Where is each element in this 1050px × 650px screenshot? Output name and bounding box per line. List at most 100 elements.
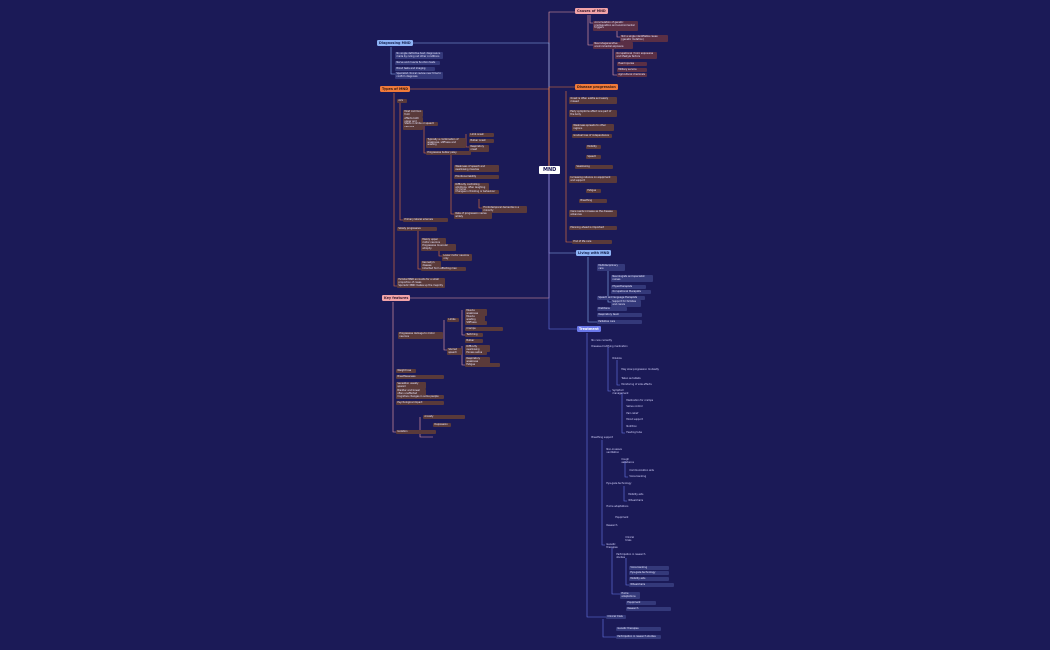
living-item[interactable]: Speech and language therapists bbox=[597, 296, 645, 301]
treatment-detail-item[interactable]: Wheelchairs bbox=[629, 583, 674, 588]
features-item[interactable]: Slurred speech bbox=[447, 348, 462, 355]
causes_right-item[interactable]: Not a single identifiable cause (genetic… bbox=[620, 35, 668, 42]
features-item[interactable]: Bulbar bbox=[465, 339, 483, 344]
types-item[interactable]: Progressive bulbar palsy bbox=[426, 151, 471, 156]
stages-item[interactable]: Increasing reliance on equipment and sup… bbox=[569, 176, 617, 183]
treatment-item[interactable]: Participation in research studies bbox=[616, 553, 646, 559]
treatment-item[interactable]: Voice banking bbox=[629, 475, 647, 478]
diagnosing-item[interactable]: Specialist clinical review over time to … bbox=[395, 72, 443, 79]
treatment-item[interactable]: Mobility aids bbox=[628, 493, 644, 496]
living-item[interactable]: Neurologists and specialist nurses bbox=[611, 275, 653, 282]
causes_right-item[interactable]: Head injuries bbox=[617, 62, 647, 67]
types-item[interactable]: Lower motor neurons only bbox=[442, 254, 472, 261]
types-item[interactable]: Familial MND accounts for a small propor… bbox=[397, 278, 445, 285]
treatment-item[interactable]: Eye-gaze technology bbox=[606, 482, 632, 485]
diagnosing-item[interactable]: Blood tests and imaging bbox=[395, 67, 435, 72]
types-item[interactable]: Slowly progressive bbox=[397, 227, 437, 232]
living-item[interactable]: Palliative care bbox=[597, 320, 642, 325]
stages-item[interactable]: Fatigue bbox=[586, 189, 601, 194]
features-item[interactable]: Cramps bbox=[465, 327, 503, 332]
living-item[interactable]: Dietitians bbox=[597, 307, 627, 312]
types-item[interactable]: Respiratory onset bbox=[469, 145, 489, 152]
treatment-detail-item[interactable]: Clinical trials bbox=[606, 615, 626, 620]
living-item[interactable]: Support for families and carers bbox=[611, 300, 641, 307]
types-item[interactable]: Bulbar onset bbox=[469, 139, 494, 144]
stages-item[interactable]: Onset is often subtle and easily missed bbox=[569, 97, 617, 104]
types-item[interactable]: Most common form bbox=[403, 110, 423, 117]
branch-types[interactable]: Types of MND bbox=[380, 86, 411, 92]
causes_right-item[interactable]: Occupational / toxic exposures and lifes… bbox=[615, 52, 657, 59]
diagnosing-item[interactable]: No single definitive test; diagnosis is … bbox=[395, 52, 443, 59]
types-item[interactable]: Rate of progression varies widely bbox=[454, 212, 492, 219]
features-item[interactable]: Muscle wasting bbox=[465, 315, 485, 322]
features-item[interactable]: Psychological impact bbox=[396, 401, 444, 406]
treatment-detail-item[interactable]: Genetic therapies bbox=[616, 627, 661, 632]
stages-item[interactable]: Swallowing bbox=[575, 165, 613, 170]
features-item[interactable]: Muscle weakness bbox=[465, 309, 487, 316]
treatment-item[interactable]: Non-invasive ventilation bbox=[606, 448, 622, 454]
treatment-item[interactable]: Home adaptations bbox=[606, 505, 629, 508]
treatment-detail-item[interactable]: Participation in research studies bbox=[616, 635, 661, 640]
features-item[interactable]: Limbs bbox=[447, 318, 459, 323]
stages-item[interactable]: Weakness spreads to other regions bbox=[572, 124, 614, 131]
treatment-item[interactable]: Nutrition bbox=[626, 425, 637, 428]
features-item[interactable]: Weight loss bbox=[396, 369, 416, 374]
stages-item[interactable]: Planning ahead is important bbox=[569, 226, 617, 231]
causes_right-item[interactable]: Agricultural chemicals bbox=[617, 73, 647, 78]
stages-item[interactable]: Gradual loss of independence bbox=[572, 134, 612, 139]
features-item[interactable]: Respiratory weakness bbox=[465, 357, 490, 364]
types-item[interactable]: Primary lateral sclerosis bbox=[403, 218, 448, 223]
types-item[interactable]: Mainly upper motor neurons bbox=[421, 238, 446, 245]
types-item[interactable]: Sporadic MND makes up the majority bbox=[397, 284, 445, 289]
living-item[interactable]: Occupational therapists bbox=[611, 290, 651, 295]
treatment-item[interactable]: Equipment bbox=[615, 516, 629, 519]
stages-item[interactable]: Mobility bbox=[586, 145, 601, 150]
treatment-item[interactable]: Wheelchairs bbox=[628, 499, 644, 502]
treatment-item[interactable]: Monitoring of side effects bbox=[621, 383, 652, 386]
treatment-item[interactable]: Breathing support bbox=[591, 436, 613, 439]
treatment-detail-item[interactable]: Voice banking bbox=[629, 566, 669, 571]
types-item[interactable]: Difficulty controlling emotions, often l… bbox=[454, 183, 489, 193]
causes_right-item[interactable]: Military service bbox=[617, 68, 647, 73]
branch-features[interactable]: Key features bbox=[382, 295, 411, 301]
treatment-detail-item[interactable]: Mobility aids bbox=[629, 577, 669, 582]
types-item[interactable]: Progressive muscular atrophy bbox=[421, 244, 456, 251]
stages-item[interactable]: Speech bbox=[586, 155, 601, 160]
features-item[interactable]: Anxiety bbox=[423, 415, 465, 420]
features-item[interactable]: Difficulty swallowing bbox=[465, 345, 490, 352]
treatment-item[interactable]: May slow progression modestly bbox=[621, 368, 659, 371]
treatment-detail-item[interactable]: Home adaptations bbox=[620, 592, 640, 599]
branch-treatment[interactable]: Treatment bbox=[577, 326, 601, 332]
features-item[interactable]: Stiffness bbox=[465, 321, 487, 326]
causes_right-item[interactable]: Neurodegenerative environmental exposure bbox=[593, 42, 633, 49]
types-item[interactable]: Weakness of speech and swallowing muscle… bbox=[454, 165, 499, 172]
features-item[interactable]: Excess saliva bbox=[465, 351, 487, 356]
diagnosing-item[interactable]: Nerve and muscle function tests bbox=[395, 61, 440, 66]
treatment-item[interactable]: Symptom management bbox=[612, 389, 629, 395]
features-item[interactable]: Bladder and bowel often unaffected bbox=[396, 389, 426, 396]
treatment-detail-item[interactable]: Equipment bbox=[626, 601, 656, 606]
treatment-item[interactable]: Research bbox=[606, 524, 618, 527]
stages-item[interactable]: End of life care bbox=[572, 240, 612, 245]
branch-causes-right[interactable]: Causes of MND bbox=[575, 8, 608, 14]
types-item[interactable]: Inherited form affecting men bbox=[421, 267, 466, 272]
stages-item[interactable]: Care needs increase as the disease advan… bbox=[569, 210, 617, 217]
treatment-item[interactable]: No cure currently bbox=[591, 339, 613, 342]
central-topic[interactable]: MND bbox=[539, 166, 561, 174]
types-item[interactable]: Frontotemporal dementia in a minority bbox=[482, 206, 527, 213]
features-item[interactable]: Sensation usually spared bbox=[396, 382, 426, 389]
living-item[interactable]: Multidisciplinary care bbox=[597, 264, 625, 271]
features-item[interactable]: Progressive damage to motor neurons bbox=[398, 332, 443, 339]
treatment-item[interactable]: Pain relief bbox=[626, 412, 639, 415]
treatment-item[interactable]: Taken as tablets bbox=[621, 377, 641, 380]
treatment-detail-item[interactable]: Eye-gaze technology bbox=[629, 571, 669, 576]
branch-diagnosing[interactable]: Diagnosing MND bbox=[377, 40, 413, 46]
features-item[interactable]: Fatigue bbox=[465, 363, 500, 368]
types-item[interactable]: Changes in thinking or behaviour bbox=[454, 190, 499, 195]
types-item[interactable]: Limb onset bbox=[469, 133, 494, 138]
branch-living[interactable]: Living with MND bbox=[576, 250, 612, 256]
treatment-item[interactable]: Communication aids bbox=[629, 469, 654, 472]
treatment-item[interactable]: Riluzole bbox=[612, 357, 622, 360]
types-item[interactable]: Starts in limbs or speech bbox=[403, 122, 438, 127]
causes_right-item[interactable]: Accumulation of genetic predisposition a… bbox=[593, 21, 638, 31]
